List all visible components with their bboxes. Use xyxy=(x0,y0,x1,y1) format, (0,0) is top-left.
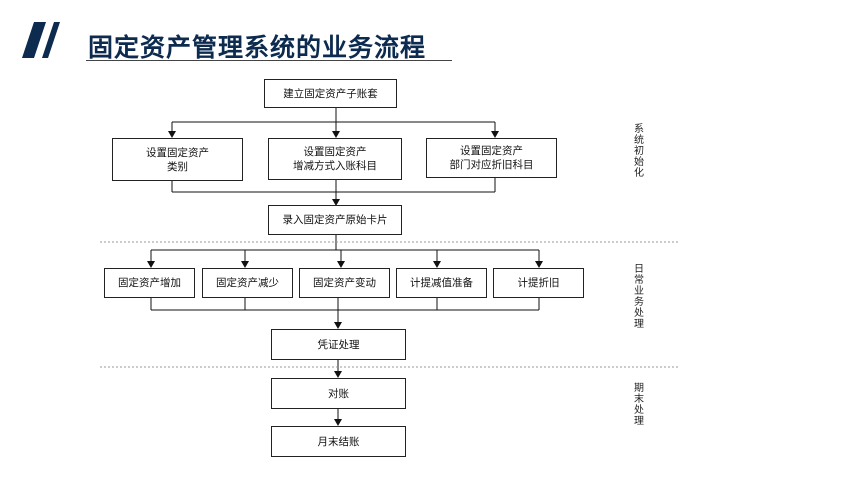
title-underline xyxy=(86,60,452,61)
section-label-period-end: 期 末 处 理 xyxy=(634,383,644,427)
page-title: 固定资产管理系统的业务流程 xyxy=(88,33,427,62)
logo-slash-icon xyxy=(22,22,60,58)
setup-ledger-box: 建立固定资产子账套 xyxy=(264,79,397,108)
impairment-box: 计提减值准备 xyxy=(396,268,487,298)
asset-category-box: 设置固定资产 类别 xyxy=(112,138,243,181)
depreciation-box: 计提折旧 xyxy=(493,268,584,298)
month-end-box: 月末结账 xyxy=(271,426,406,457)
change-method-box: 设置固定资产 增减方式入账科目 xyxy=(268,138,402,180)
dept-depreciation-box: 设置固定资产 部门对应折旧科目 xyxy=(426,138,557,178)
original-card-box: 录入固定资产原始卡片 xyxy=(268,205,402,235)
section-label-daily: 日 常 业 务 处 理 xyxy=(634,264,644,330)
section-label-init: 系 统 初 始 化 xyxy=(634,124,644,179)
asset-change-box: 固定资产变动 xyxy=(299,268,390,298)
asset-increase-box: 固定资产增加 xyxy=(104,268,195,298)
asset-decrease-box: 固定资产减少 xyxy=(202,268,293,298)
reconcile-box: 对账 xyxy=(271,378,406,409)
voucher-box: 凭证处理 xyxy=(271,329,406,360)
